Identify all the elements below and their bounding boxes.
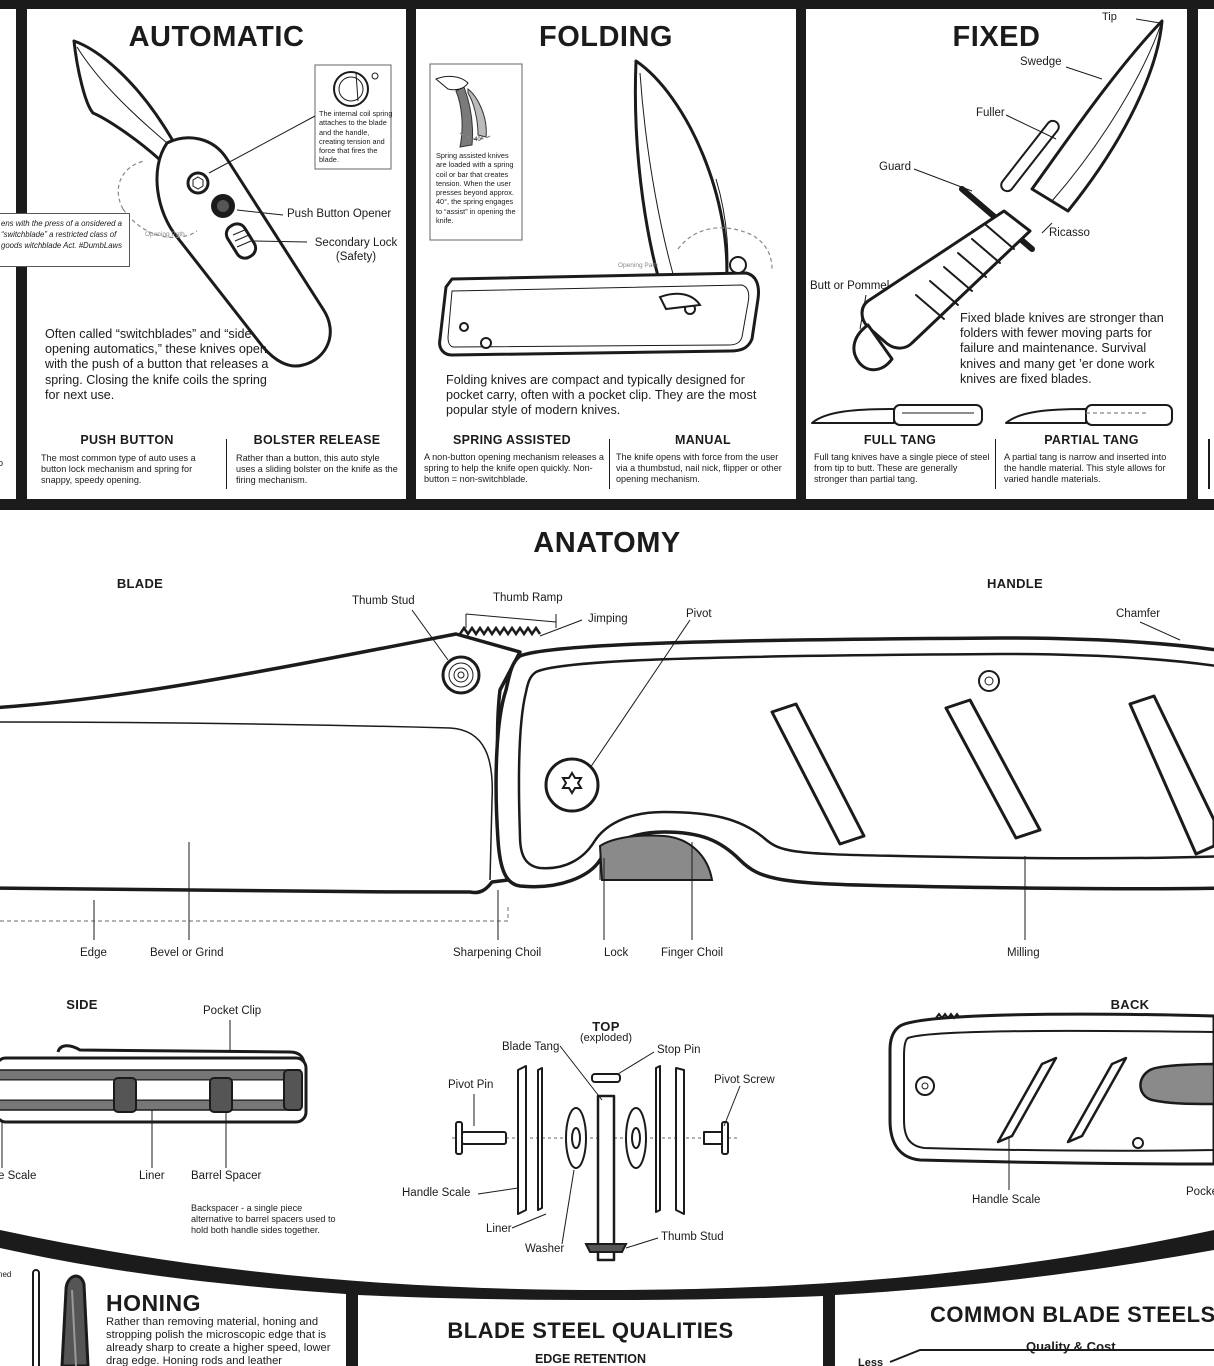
- manual-title: MANUAL: [675, 433, 731, 447]
- folding-opening-path-label: Opening Path: [618, 262, 658, 269]
- thumb-ramp-label: Thumb Ramp: [493, 592, 563, 604]
- full-tang-text: Full tang knives have a single piece of …: [814, 452, 990, 484]
- automatic-title: AUTOMATIC: [128, 21, 305, 53]
- fixed-sub-divider: [995, 439, 996, 489]
- anatomy-title: ANATOMY: [533, 527, 681, 559]
- top-subheading: (exploded): [580, 1032, 632, 1044]
- automatic-description: Often called “switchblades” and “side op…: [45, 327, 269, 402]
- pocket-clip-label: Pocket Clip: [203, 1005, 262, 1017]
- side-scale-label: e Scale: [0, 1170, 37, 1182]
- fixed-knife-illustration: [811, 18, 1173, 426]
- common-blade-steels-title: COMMON BLADE STEELS: [930, 1302, 1214, 1327]
- partial-tang-title: PARTIAL TANG: [1044, 433, 1139, 447]
- side-heading: SIDE: [66, 997, 98, 1012]
- pivot-screw-label: Pivot Screw: [714, 1074, 775, 1086]
- folding-panel: FOLDING Spring assisted knives are loade…: [416, 9, 796, 499]
- back-handle-scale-label: Handle Scale: [972, 1194, 1041, 1206]
- guard-label: Guard: [879, 161, 911, 173]
- full-tang-title: FULL TANG: [863, 433, 937, 447]
- blade-tang-label: Blade Tang: [502, 1041, 560, 1053]
- honing-text: Rather than removing material, honing an…: [106, 1316, 331, 1366]
- automatic-opening-path-label: Opening Path: [145, 231, 185, 238]
- chamfer-label: Chamfer: [1116, 608, 1161, 620]
- edge-label: Edge: [80, 947, 107, 959]
- handle-heading: HANDLE: [987, 576, 1043, 591]
- bolster-release-title: BOLSTER RELEASE: [253, 433, 381, 447]
- sharpening-choil-label: Sharpening Choil: [453, 947, 542, 959]
- jimping-label: Jimping: [588, 613, 628, 625]
- automatic-knife-illustration: [72, 39, 392, 368]
- honing-title: HONING: [106, 1290, 201, 1316]
- finger-choil-label: Finger Choil: [661, 947, 723, 959]
- thumb-stud-label: Thumb Stud: [352, 595, 415, 607]
- blade-heading: BLADE: [116, 576, 164, 591]
- spring-note: The internal coil spring attaches to the…: [319, 109, 393, 165]
- barrel-spacer-label: Barrel Spacer: [191, 1170, 262, 1182]
- spring-assisted-title: SPRING ASSISTED: [453, 433, 571, 447]
- fixed-panel: FIXED: [806, 9, 1187, 499]
- quality-cost-label: Quality & Cost: [1026, 1339, 1116, 1354]
- back-pocket-label: Pocke: [1186, 1186, 1214, 1198]
- spring-assist-note: Spring assisted knives are loaded with a…: [436, 151, 516, 226]
- swedge-label: Swedge: [1020, 56, 1062, 68]
- law-note: ens with the press of a onsidered a “swi…: [1, 219, 123, 250]
- butt-label: Butt or Pommel: [810, 280, 890, 292]
- tip-label: Tip: [1102, 11, 1117, 23]
- pivot-label: Pivot: [686, 608, 712, 620]
- bevel-label: Bevel or Grind: [150, 947, 224, 959]
- secondary-lock-label: Secondary Lock (Safety): [314, 237, 398, 263]
- top-thumb-stud-label: Thumb Stud: [661, 1231, 724, 1243]
- partial-tang-text: A partial tang is narrow and inserted in…: [1004, 452, 1167, 484]
- left-panel-fragment: o: [0, 458, 4, 468]
- bolster-release-text: Rather than a button, this auto style us…: [236, 453, 398, 485]
- handle-scale-label: Handle Scale: [402, 1187, 471, 1199]
- less-label: Less: [858, 1357, 884, 1366]
- push-button-label: Push Button Opener: [287, 208, 392, 220]
- folding-sub-divider: [609, 439, 610, 489]
- pivot-pin-label: Pivot Pin: [448, 1079, 494, 1091]
- washer-label: Washer: [525, 1243, 565, 1255]
- top-liner-label: Liner: [486, 1223, 512, 1235]
- top-heading: TOP: [592, 1019, 620, 1034]
- fixed-description: Fixed blade knives are stronger than fol…: [960, 311, 1164, 386]
- fixed-title: FIXED: [952, 21, 1041, 53]
- law-note-box: ens with the press of a onsidered a “swi…: [0, 213, 130, 267]
- side-liner-label: Liner: [139, 1170, 165, 1182]
- bottom-left-fragment: ned: [0, 1270, 12, 1279]
- edge-retention-heading: EDGE RETENTION: [534, 1352, 647, 1366]
- angle-label: 40°: [474, 137, 484, 143]
- automatic-sub-divider: [226, 439, 227, 489]
- manual-text: The knife opens with force from the user…: [616, 452, 782, 484]
- lock-label: Lock: [604, 947, 629, 959]
- folding-knife-illustration: [429, 59, 773, 357]
- blade-steel-qualities-title: BLADE STEEL QUALITIES: [447, 1318, 734, 1343]
- right-panel-fragment: [1208, 439, 1210, 489]
- folding-title: FOLDING: [539, 21, 673, 53]
- push-button-title: PUSH BUTTON: [80, 433, 174, 447]
- ricasso-label: Ricasso: [1049, 227, 1090, 239]
- right-edge-panel: [1198, 9, 1214, 499]
- milling-label: Milling: [1007, 947, 1040, 959]
- stop-pin-label: Stop Pin: [657, 1044, 701, 1056]
- backspacer-note: Backspacer - a single piece alternative …: [191, 1203, 336, 1235]
- back-heading: BACK: [1110, 997, 1150, 1012]
- spring-assisted-text: A non-button opening mechanism releases …: [424, 452, 604, 484]
- push-button-text: The most common type of auto uses a butt…: [41, 453, 196, 485]
- fuller-label: Fuller: [976, 107, 1005, 119]
- folding-description: Folding knives are compact and typically…: [446, 373, 757, 418]
